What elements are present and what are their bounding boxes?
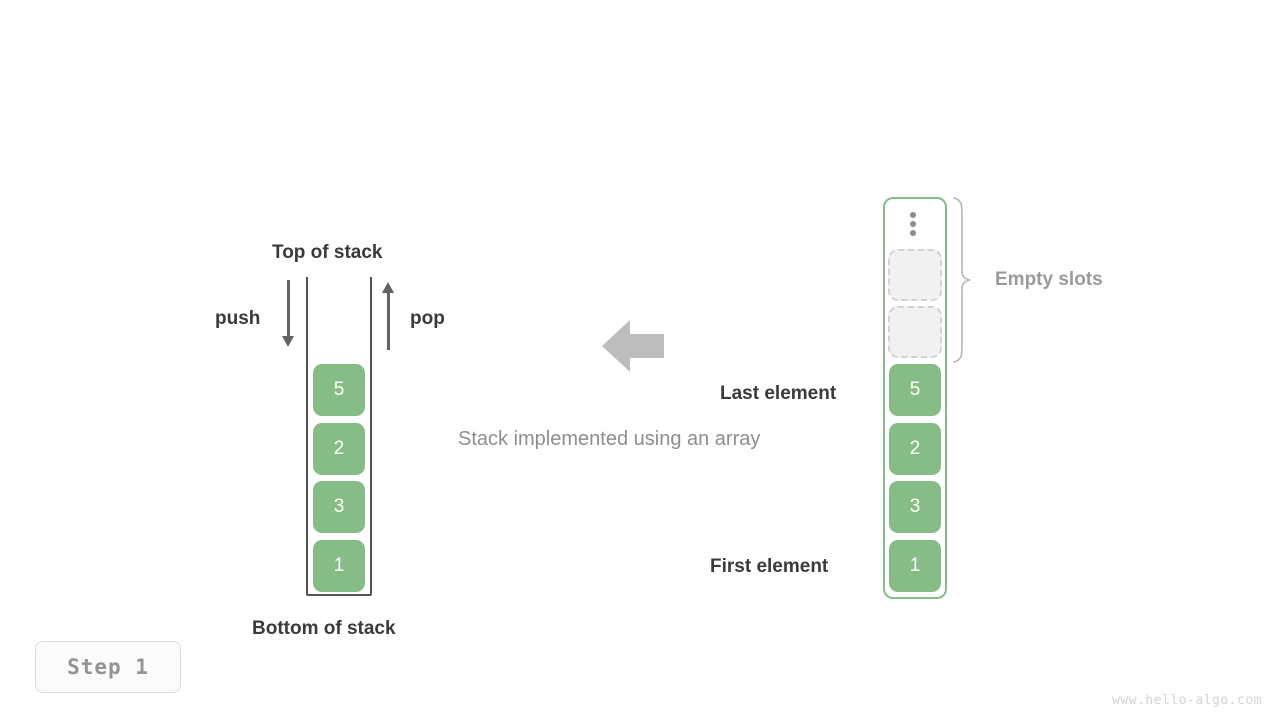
empty-slot [888,249,942,301]
push-label: push [215,308,261,329]
pop-label: pop [410,308,445,329]
stack-container-floor [306,594,372,596]
stack-container-right-wall [370,277,372,594]
first-element-label: First element [710,556,829,577]
step-badge: Step 1 [35,641,181,693]
empty-slot [888,306,942,358]
top-of-stack-label: Top of stack [272,242,383,263]
stack-container-left-wall [306,277,308,594]
last-element-label: Last element [720,383,837,404]
array-cell: 5 [889,364,941,416]
stack-cell: 3 [313,481,365,533]
stack-cell: 1 [313,540,365,592]
left-pointing-arrow-icon [602,320,664,377]
empty-slots-brace [950,196,974,369]
empty-slots-label: Empty slots [995,269,1103,290]
array-cell: 1 [889,540,941,592]
stack-cell: 2 [313,423,365,475]
bottom-of-stack-label: Bottom of stack [252,618,396,639]
step-badge-text: Step 1 [67,655,149,679]
array-cell: 2 [889,423,941,475]
stack-cell: 5 [313,364,365,416]
watermark: www.hello-algo.com [1112,693,1262,708]
vertical-ellipsis-icon [910,212,917,237]
array-cell: 3 [889,481,941,533]
figure-caption: Stack implemented using an array [458,428,761,450]
